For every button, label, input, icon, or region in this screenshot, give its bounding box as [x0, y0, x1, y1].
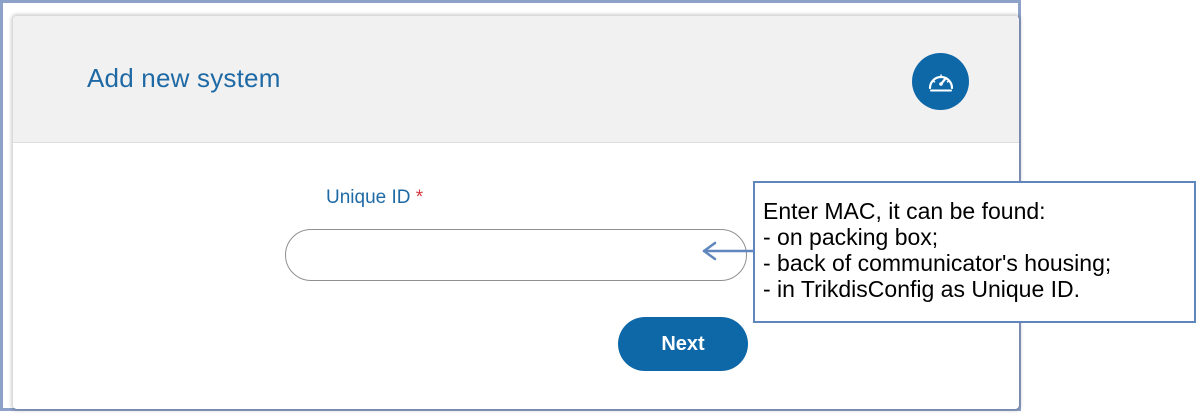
next-button[interactable]: Next	[618, 317, 748, 371]
add-system-card: Add new system Unique ID * Next	[13, 16, 1019, 409]
arrow-left-icon	[702, 241, 756, 261]
unique-id-label-text: Unique ID	[326, 187, 411, 208]
callout-line: Enter MAC, it can be found:	[763, 198, 1046, 224]
unique-id-label: Unique ID *	[326, 187, 423, 209]
dashboard-button[interactable]	[912, 53, 969, 110]
speedometer-icon	[928, 73, 953, 91]
unique-id-input[interactable]	[285, 229, 747, 281]
required-marker: *	[415, 187, 424, 208]
callout-line: - on packing box;	[763, 224, 939, 250]
callout-line: - in TrikdisConfig as Unique ID.	[763, 276, 1081, 302]
page-title: Add new system	[87, 63, 281, 93]
card-header: Add new system	[13, 16, 1019, 143]
callout-line: - back of communicator's housing;	[763, 250, 1112, 276]
annotation-callout: Enter MAC, it can be found: - on packing…	[753, 181, 1196, 323]
